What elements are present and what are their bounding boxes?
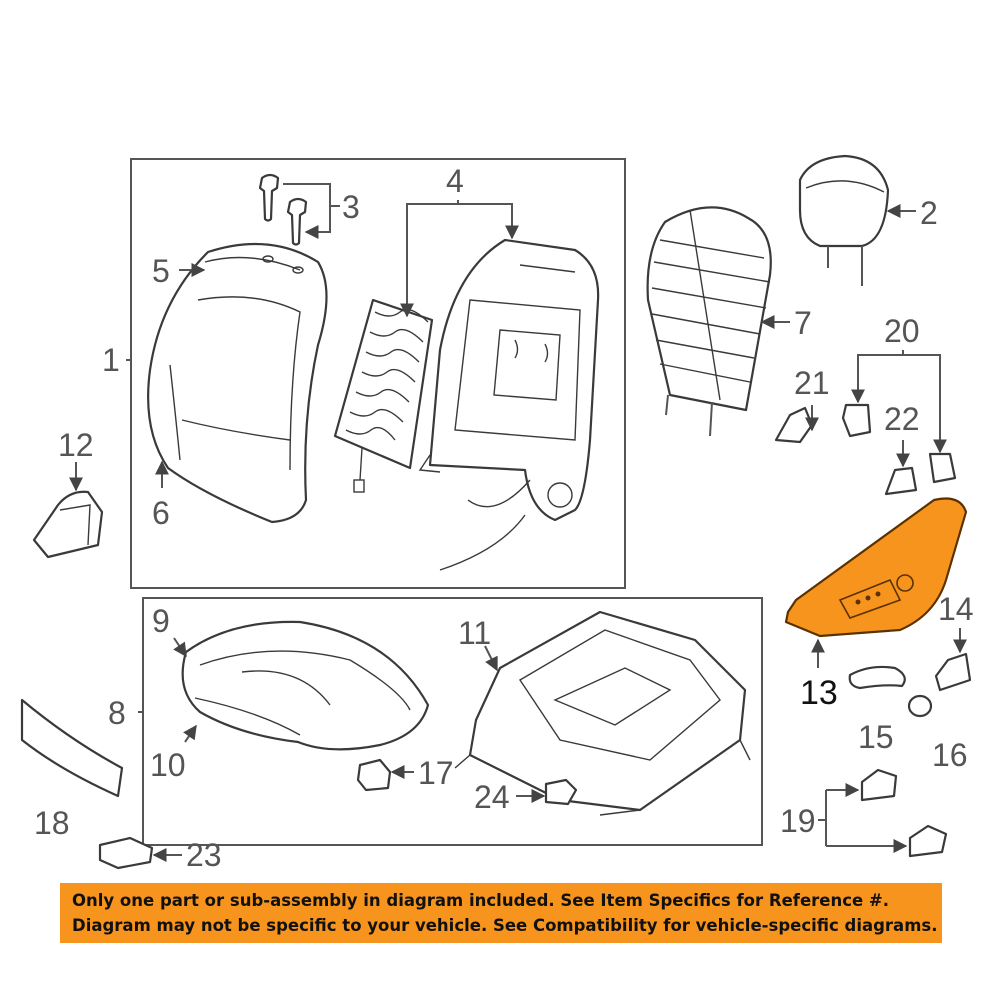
leader-lines	[69, 183, 967, 862]
callout-16: 16	[932, 737, 968, 773]
callout-18: 18	[34, 805, 70, 841]
part-trim-pieces	[848, 652, 972, 718]
callout-9: 9	[152, 603, 170, 639]
callout-20: 20	[884, 313, 920, 349]
callout-19: 19	[780, 803, 816, 839]
part-seat-back-pad	[646, 206, 772, 437]
part-seat-back-frame	[418, 238, 600, 571]
callout-7: 7	[794, 305, 812, 341]
part-headrest	[798, 154, 890, 286]
callout-10: 10	[150, 747, 186, 783]
part-misc-small	[20, 698, 948, 870]
callout-22: 22	[884, 401, 920, 437]
part-clips	[774, 403, 957, 496]
notice-line-1: Only one part or sub-assembly in diagram…	[72, 891, 890, 910]
part-seat-cushion-cover	[181, 620, 430, 751]
part-13-side-shield-highlighted	[784, 497, 968, 638]
notice-line-2: Diagram may not be specific to your vehi…	[72, 916, 938, 935]
callout-2: 2	[920, 195, 938, 231]
notice-banner: Only one part or sub-assembly in diagram…	[60, 883, 942, 943]
callout-21: 21	[794, 365, 830, 401]
seat-back-assembly-box	[130, 158, 626, 589]
callout-3: 3	[342, 189, 360, 225]
callout-1: 1	[102, 342, 120, 378]
callout-11: 11	[458, 615, 491, 651]
callout-13: 13	[800, 674, 838, 712]
callout-5: 5	[152, 253, 170, 289]
part-lumbar-support	[333, 298, 434, 493]
callout-12: 12	[58, 427, 94, 463]
part-seat-cushion-frame	[454, 610, 751, 816]
part-side-cover-12	[32, 490, 104, 559]
callout-15: 15	[858, 719, 894, 755]
seat-cushion-assembly-box	[142, 597, 763, 846]
callout-4: 4	[446, 163, 464, 199]
callout-8: 8	[108, 695, 126, 731]
part-guide-pins	[258, 173, 308, 246]
part-seat-back-cover	[147, 242, 328, 524]
callout-14: 14	[938, 591, 974, 627]
callout-23: 23	[186, 837, 222, 873]
callout-24: 24	[474, 779, 510, 815]
callout-6: 6	[152, 495, 170, 531]
callout-17: 17	[418, 755, 454, 791]
callout-labels: 1 2 3 4 5 6 7 8 9 10 11 12 13 14 15 16 1…	[34, 163, 974, 873]
